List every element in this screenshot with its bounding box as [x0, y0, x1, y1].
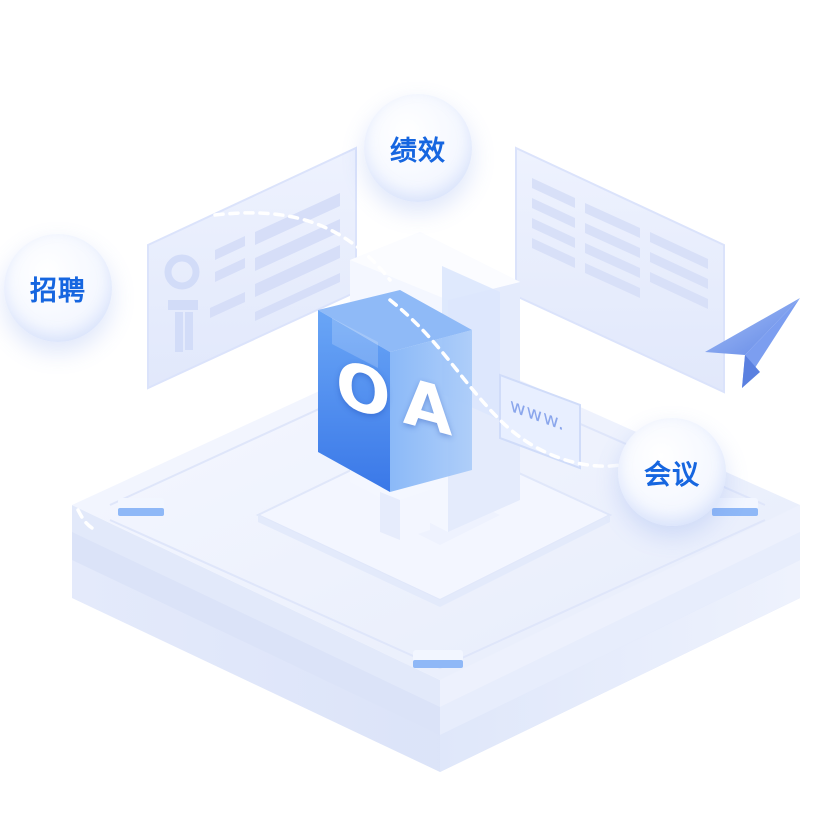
bubble-meeting-label: 会议	[644, 459, 700, 491]
bubble-recruit-label: 招聘	[30, 275, 86, 307]
document-panel-icon	[515, 146, 725, 394]
bubble-performance[interactable]: 绩效	[364, 94, 472, 202]
avatar-form-icon	[164, 254, 200, 352]
web-tag-card	[499, 373, 581, 470]
bubble-performance-label: 绩效	[390, 135, 446, 167]
bubble-recruit[interactable]: 招聘	[4, 234, 112, 342]
connection-lines	[76, 211, 622, 530]
paper-plane-icon	[705, 298, 800, 388]
oa-screen	[318, 290, 472, 540]
bubble-meeting[interactable]: 会议	[618, 418, 726, 526]
